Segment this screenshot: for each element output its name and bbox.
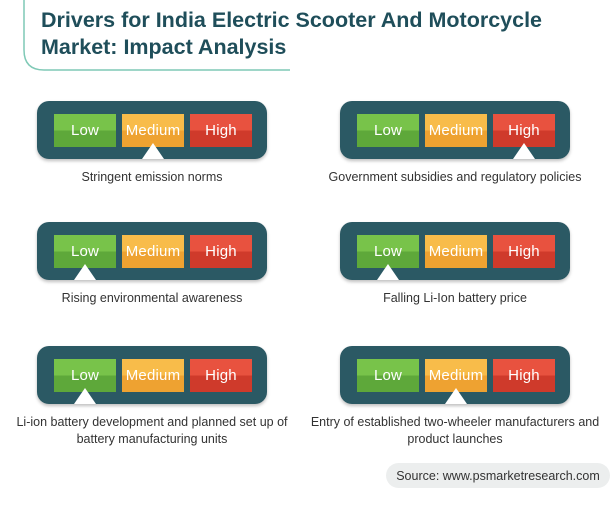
title-decoration-curve	[23, 0, 290, 71]
impact-low-segment: Low	[357, 235, 419, 268]
impact-pointer-icon	[142, 143, 164, 159]
impact-high-segment: High	[493, 359, 555, 392]
impact-pointer-icon	[74, 388, 96, 404]
impact-meter: Low Medium High	[340, 346, 570, 404]
impact-low-segment: Low	[54, 114, 116, 147]
impact-high-segment: High	[493, 235, 555, 268]
impact-high-segment: High	[190, 235, 252, 268]
impact-low-segment: Low	[54, 359, 116, 392]
driver-label: Entry of established two-wheeler manufac…	[310, 415, 600, 446]
impact-meter: Low Medium High	[340, 101, 570, 159]
impact-medium-segment: Medium	[425, 114, 487, 147]
title-area: Drivers for India Electric Scooter And M…	[0, 0, 616, 72]
impact-low-segment: Low	[357, 114, 419, 147]
driver-label: Stringent emission norms	[81, 170, 223, 184]
impact-medium-segment: Medium	[425, 359, 487, 392]
driver-label: Government subsidies and regulatory poli…	[328, 170, 582, 184]
impact-low-segment: Low	[54, 235, 116, 268]
impact-pointer-icon	[445, 388, 467, 404]
impact-medium-segment: Medium	[122, 235, 184, 268]
impact-meter: Low Medium High	[37, 101, 267, 159]
impact-meter: Low Medium High	[37, 346, 267, 404]
impact-medium-segment: Medium	[122, 359, 184, 392]
impact-high-segment: High	[493, 114, 555, 147]
impact-medium-segment: Medium	[122, 114, 184, 147]
driver-label: Falling Li-Ion battery price	[383, 291, 527, 305]
page-title: Drivers for India Electric Scooter And M…	[41, 8, 543, 59]
impact-high-segment: High	[190, 359, 252, 392]
source-badge: Source: www.psmarketresearch.com	[386, 463, 610, 488]
impact-pointer-icon	[377, 264, 399, 280]
impact-medium-segment: Medium	[425, 235, 487, 268]
driver-label: Rising environmental awareness	[61, 291, 243, 305]
impact-pointer-icon	[74, 264, 96, 280]
impact-meter: Low Medium High	[37, 222, 267, 280]
impact-high-segment: High	[190, 114, 252, 147]
impact-meter: Low Medium High	[340, 222, 570, 280]
impact-low-segment: Low	[357, 359, 419, 392]
impact-pointer-icon	[513, 143, 535, 159]
driver-label: Li-ion battery development and planned s…	[16, 415, 288, 446]
